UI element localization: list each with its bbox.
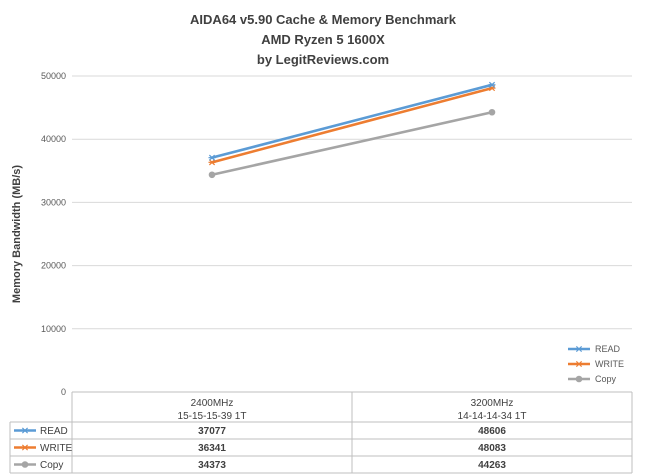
point-marker [488, 81, 496, 88]
legend-label: Copy [595, 374, 617, 384]
series-line [210, 86, 494, 164]
table-row: Copy 34373 44263 [14, 460, 506, 471]
legend-label: WRITE [595, 359, 624, 369]
table-cell: 48606 [478, 426, 506, 437]
title-group: AIDA64 v5.90 Cache & Memory Benchmark AM… [190, 12, 457, 67]
y-tick-label: 10000 [41, 324, 66, 334]
series-line [210, 83, 494, 159]
data-table: 2400MHz 15-15-15-39 1T 3200MHz 14-14-14-34 … [9, 391, 633, 474]
point-marker [208, 171, 216, 179]
point-marker [21, 461, 29, 468]
y-axis-title: Memory Bandwidth (MB/s) [11, 165, 23, 303]
point-marker [575, 360, 583, 368]
x-tick-label: 3200MHz [471, 398, 514, 409]
y-tick-label: 50000 [41, 71, 66, 81]
table-cell: 36341 [198, 443, 226, 454]
table-cell: 44263 [478, 460, 506, 471]
chart-subtitle-2: by LegitReviews.com [257, 52, 389, 67]
x-tick-label: 2400MHz [191, 398, 234, 409]
point-marker [21, 427, 29, 434]
legend-item: READ [568, 344, 621, 354]
table-row-label: READ [40, 426, 68, 437]
table-row: READ 37077 48606 [14, 426, 506, 437]
y-tick-labels: 0 10000 20000 30000 40000 50000 [41, 71, 66, 397]
series-copy [208, 108, 496, 179]
table-cell: 37077 [198, 426, 226, 437]
series-read [208, 81, 496, 161]
legend: READ WRITE Copy [568, 344, 624, 384]
y-tick-label: 40000 [41, 134, 66, 144]
table-row-label: WRITE [40, 443, 73, 454]
chart-subtitle-1: AMD Ryzen 5 1600X [261, 32, 385, 47]
series-line [210, 110, 494, 177]
table-row-label: Copy [40, 460, 63, 471]
y-tick-label: 30000 [41, 197, 66, 207]
point-marker [208, 159, 216, 166]
chart-title: AIDA64 v5.90 Cache & Memory Benchmark [190, 12, 457, 27]
series-lines [208, 81, 496, 179]
x-tick-label: 14-14-14-34 1T [458, 411, 527, 422]
gridlines [72, 75, 632, 330]
table-cell: 34373 [198, 460, 226, 471]
y-tick-label: 0 [61, 387, 66, 397]
point-marker [488, 108, 496, 116]
point-marker [575, 375, 583, 383]
point-marker [208, 154, 216, 161]
point-marker [575, 345, 583, 353]
point-marker [21, 444, 29, 451]
legend-label: READ [595, 344, 621, 354]
x-tick-label: 15-15-15-39 1T [178, 411, 247, 422]
y-tick-label: 20000 [41, 261, 66, 271]
series-write [208, 85, 496, 166]
table-cell: 48083 [478, 443, 506, 454]
legend-item: Copy [568, 374, 617, 384]
legend-item: WRITE [568, 359, 624, 369]
table-row: WRITE 36341 48083 [14, 443, 506, 454]
